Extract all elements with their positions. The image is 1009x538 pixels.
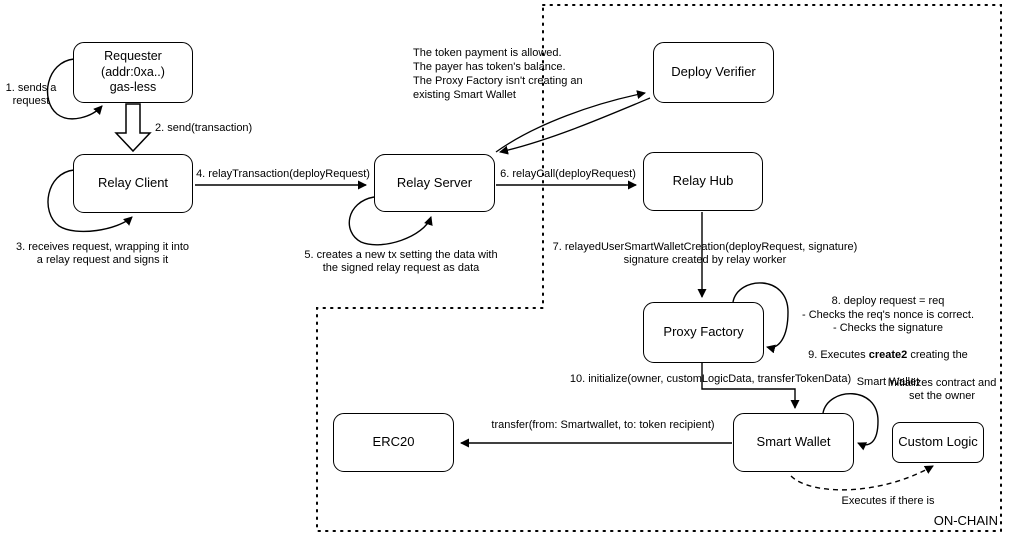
- box-custom-logic: Custom Logic: [892, 422, 984, 463]
- label-step-1: 1. sends a request: [5, 82, 57, 108]
- label-step-2: 2. send(transaction): [155, 122, 253, 134]
- label-step-7: 7. relayedUserSmartWalletCreation(deploy…: [552, 241, 858, 267]
- arrow-to-deploy-verifier: [495, 90, 646, 153]
- label-step-6: 6. relayCall(deployRequest): [500, 168, 636, 180]
- box-relay-server: Relay Server: [374, 154, 495, 212]
- label-custom-logic-note: Initializes contract and set the owner: [887, 377, 997, 403]
- box-requester: Requester (addr:0xa..) gas-less: [73, 42, 193, 103]
- box-proxy-factory: Proxy Factory: [643, 302, 764, 363]
- label-step-9-line2: Smart Wallet: [856, 375, 920, 388]
- arrow-initialize: [701, 363, 800, 409]
- label-step-3: 3. receives request, wrapping it into a …: [15, 241, 190, 267]
- arrow-from-deploy-verifier: [499, 97, 651, 155]
- arrow-executes-custom-logic: [790, 465, 934, 491]
- loop-relay-server: [348, 196, 433, 246]
- label-step-4: 4. relayTransaction(deployRequest): [196, 168, 370, 180]
- box-deploy-verifier: Deploy Verifier: [653, 42, 774, 103]
- loop-smart-wallet: [822, 393, 879, 451]
- loop-relay-client: [47, 169, 133, 233]
- box-erc20: ERC20: [333, 413, 454, 472]
- loop-proxy-factory: [732, 282, 789, 354]
- label-step-10: 10. initialize(owner, customLogicData, t…: [569, 373, 852, 385]
- label-step-9-line: 9. Executes create2 creating the: [808, 349, 968, 362]
- arrow-send-transaction: [114, 103, 152, 153]
- label-step-8-9: 8. deploy request = req - Checks the req…: [790, 282, 986, 403]
- label-step-8-lines: 8. deploy request = req - Checks the req…: [801, 295, 975, 335]
- label-step-5: 5. creates a new tx setting the data wit…: [304, 249, 498, 275]
- label-executes-note: Executes if there is: [841, 495, 935, 507]
- label-verifier-note: The token payment is allowed. The payer …: [413, 47, 583, 102]
- box-smart-wallet: Smart Wallet: [733, 413, 854, 472]
- box-relay-client: Relay Client: [73, 154, 193, 213]
- label-transfer: transfer(from: Smartwallet, to: token re…: [491, 419, 715, 431]
- onchain-boundary: [316, 4, 1002, 532]
- label-onchain: ON-CHAIN: [933, 513, 998, 528]
- box-relay-hub: Relay Hub: [643, 152, 763, 211]
- loop-requester: [46, 58, 103, 120]
